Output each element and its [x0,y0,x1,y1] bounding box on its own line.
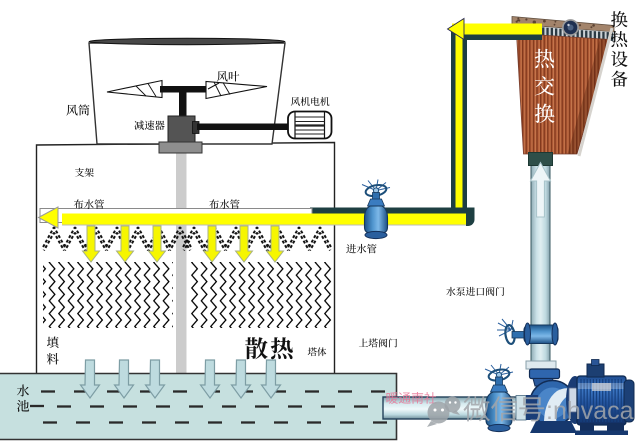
svg-text::nhvaca: :nhvaca [546,397,634,425]
